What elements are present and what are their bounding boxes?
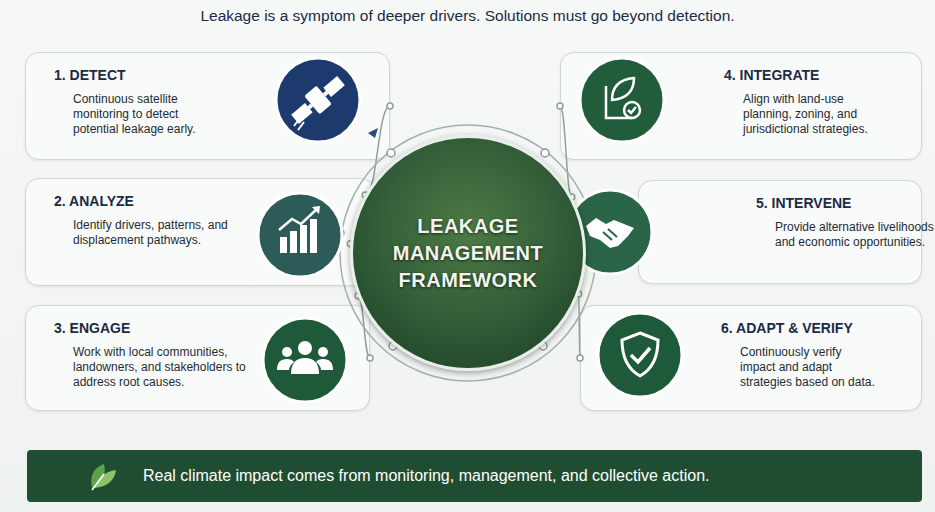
step-description: Continuous satellite monitoring to detec… xyxy=(73,92,223,137)
step-heading: 2. ANALYZE xyxy=(54,193,374,209)
step-heading: 3. ENGAGE xyxy=(54,320,369,336)
step-description: Work with local communities, landowners,… xyxy=(73,345,283,390)
ring-part xyxy=(340,125,596,381)
step-card: 5. INTERVENEProvide alternative liveliho… xyxy=(638,180,922,284)
step-card: 3. ENGAGE Work with local communities, la… xyxy=(25,305,370,411)
step-description: Continuously verify impact and adapt str… xyxy=(740,345,880,390)
center-circle: LEAKAGE MANAGEMENT FRAMEWORK xyxy=(350,135,586,371)
diagram-title: Leakage is a symptom of deeper drivers. … xyxy=(0,7,935,25)
ring xyxy=(340,125,596,381)
ring-dots-part xyxy=(592,229,600,237)
summary-banner: Real climate impact comes from monitorin… xyxy=(27,450,922,502)
step-description: Identify drivers, patterns, and displace… xyxy=(73,218,233,248)
step-heading: 4. INTEGRATE xyxy=(724,67,921,83)
step-card: 6. ADAPT & VERIFY Continuously verify imp… xyxy=(580,305,922,411)
step-card: 2. ANALYZE Identify drivers, patterns, an… xyxy=(25,178,375,286)
step-heading: 5. INTERVENE xyxy=(756,195,921,211)
step-card: 1. DETECT Continuous satellite monitoring… xyxy=(25,52,390,160)
step-card: 4. INTEGRATE Align with land-use planning… xyxy=(560,52,922,160)
connector-line xyxy=(586,232,638,245)
step-description: Provide alternative livelihoods and econ… xyxy=(775,220,935,250)
connector xyxy=(583,229,641,248)
handshake-icon-part-part xyxy=(586,218,634,248)
step-heading: 1. DETECT xyxy=(54,67,389,83)
handshake-icon-part xyxy=(586,218,634,248)
center-title: LEAKAGE MANAGEMENT FRAMEWORK xyxy=(383,213,553,294)
handshake-icon-part xyxy=(603,229,617,240)
ring-dots-part xyxy=(541,149,549,157)
step-heading: 6. ADAPT & VERIFY xyxy=(721,320,921,336)
banner-text: Real climate impact comes from monitorin… xyxy=(27,450,922,502)
step-description: Align with land-use planning, zoning, an… xyxy=(743,92,893,137)
